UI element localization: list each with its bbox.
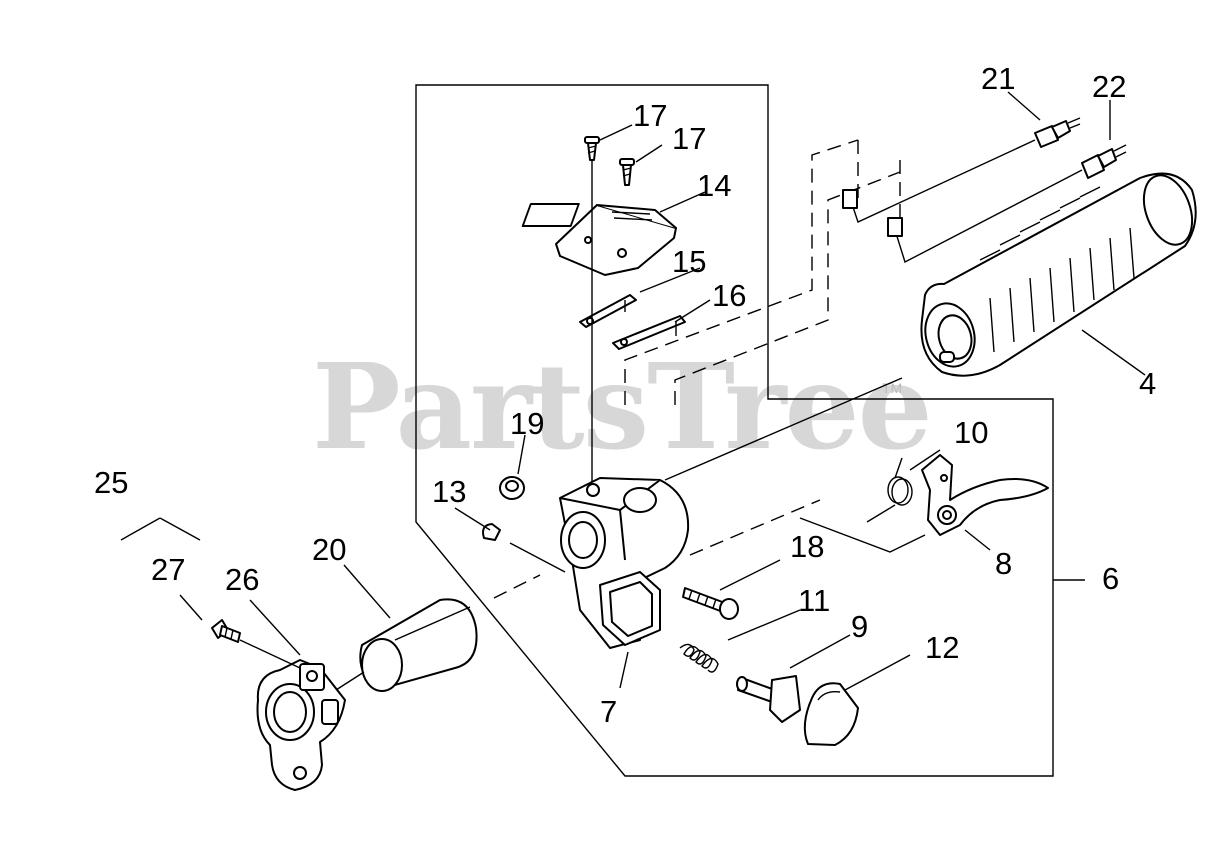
part-18-screw[interactable] [682,587,739,620]
callout-13: 13 [432,474,466,509]
callout-17-b: 17 [672,121,706,156]
callout-8: 8 [995,546,1012,581]
part-15-contact-plate[interactable] [579,294,637,328]
guide-line-screw-27 [239,639,301,669]
callout-17-a: 17 [633,98,667,133]
watermark-text: PartsTree [312,337,931,476]
part-26-clamp-bracket[interactable] [256,659,346,791]
callout-6: 6 [1102,561,1119,596]
part-17-screw-b[interactable] [619,158,635,186]
callout-26: 26 [225,562,259,597]
part-22-wire-lead[interactable] [887,144,1127,264]
callout-labels: 4 6 7 8 9 10 11 12 13 14 15 16 17 17 18 … [94,61,1156,729]
part-9-plunger[interactable] [736,675,801,723]
callout-18: 18 [790,529,824,564]
callout-15: 15 [672,244,706,279]
part-19-nut[interactable] [499,476,525,500]
callout-27: 27 [151,552,185,587]
callout-9: 9 [851,609,868,644]
part-7-throttle-housing[interactable] [559,477,690,649]
part-20-sleeve[interactable] [359,598,478,692]
part-10-torsion-spring[interactable] [866,457,913,523]
guide-line-sleeve [335,671,365,691]
part-4-grip-handle[interactable] [919,169,1201,377]
part-21-wire-lead[interactable] [842,117,1081,223]
callout-4: 4 [1139,366,1156,401]
part-12-cap[interactable] [803,682,859,746]
part-8-throttle-trigger[interactable] [921,454,1049,536]
callout-12: 12 [925,630,959,665]
callout-14: 14 [697,168,731,203]
part-17-screw-a[interactable] [584,136,600,161]
callout-19: 19 [510,406,544,441]
guide-line-grip [664,377,903,481]
part-11-spring[interactable] [679,643,719,673]
callout-22: 22 [1092,69,1126,104]
callout-25: 25 [94,465,128,500]
callout-20: 20 [312,532,346,567]
callout-11: 11 [798,583,830,618]
callout-7: 7 [600,694,617,729]
callout-16: 16 [712,278,746,313]
guide-line-clip [509,542,566,573]
part-27-screw[interactable] [211,619,241,643]
callout-21: 21 [981,61,1015,96]
callout-10: 10 [954,415,988,450]
part-16-contact-plate[interactable] [612,315,686,350]
assembly-outline [415,84,1054,777]
part-14-switch-plate[interactable] [521,203,677,276]
guide-line-trigger [799,517,926,553]
leader-lines [120,91,1146,691]
